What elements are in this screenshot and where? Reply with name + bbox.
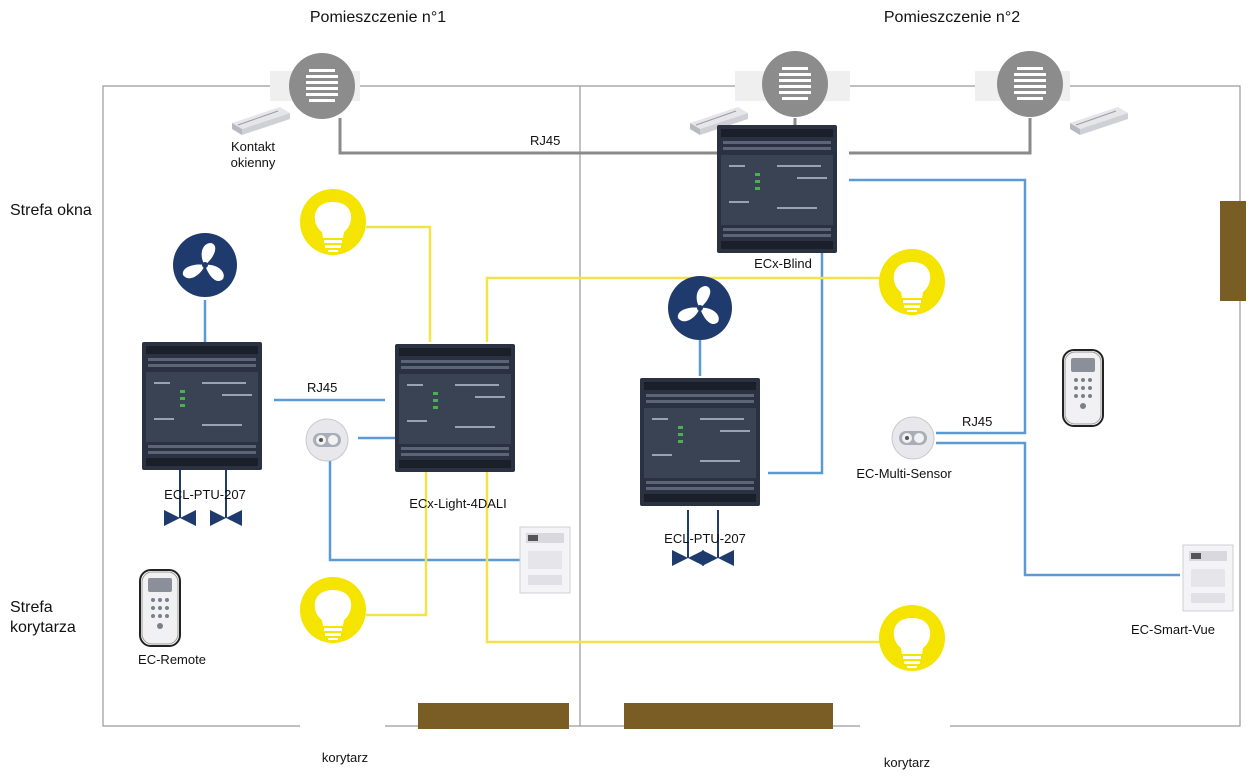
speaker-grille-icon xyxy=(289,53,355,119)
speaker-grille-icon xyxy=(762,51,828,117)
zone-corridor-label-line1: Strefa xyxy=(10,599,53,616)
window-contact-label-line2: okienny xyxy=(230,155,276,170)
window-contact-label-line1: Kontakt xyxy=(230,139,276,154)
light-bulb-icon xyxy=(879,249,945,315)
rj45-right-label: RJ45 xyxy=(962,414,993,429)
door-right xyxy=(624,703,833,729)
valve-icon xyxy=(672,546,704,566)
blind-controller-label: ECx-Blind xyxy=(754,256,812,271)
yellow-cables xyxy=(366,225,880,644)
room-thermostat-icon xyxy=(1182,544,1234,612)
zone-window-label: Strefa okna xyxy=(10,202,92,219)
valve-icon xyxy=(210,506,242,526)
valve-icon xyxy=(702,546,734,566)
door-left xyxy=(418,703,569,729)
smart-vue-label: EC-Smart-Vue xyxy=(1130,622,1216,637)
window-contact-icon xyxy=(1069,106,1129,136)
fan-icon xyxy=(173,233,237,297)
remote-label: EC-Remote xyxy=(138,652,206,667)
multi-sensor-icon xyxy=(305,418,349,462)
door-side xyxy=(1220,201,1246,301)
room-1-title: Pomieszczenie n°1 xyxy=(309,9,447,26)
controller-icon xyxy=(142,342,262,470)
controller-icon xyxy=(395,344,515,472)
rj45-mid-label: RJ45 xyxy=(307,380,338,395)
light-controller-label: ECx-Light-4DALI xyxy=(409,496,507,511)
ptu-right-label: ECL-PTU-207 xyxy=(664,531,746,546)
multi-sensor-icon xyxy=(891,416,935,460)
fan-icon xyxy=(668,276,732,340)
ptu-left-label: ECL-PTU-207 xyxy=(164,487,246,502)
light-bulb-icon xyxy=(300,577,366,643)
speaker-grille-icon xyxy=(997,51,1063,117)
light-bulb-icon xyxy=(300,189,366,255)
remote-control-icon xyxy=(1062,349,1104,427)
corridor-label-right: korytarz xyxy=(883,755,931,770)
remote-control-icon xyxy=(139,569,181,647)
light-bulb-icon xyxy=(879,605,945,671)
corridor-label-left: korytarz xyxy=(321,750,369,765)
room-2-title: Pomieszczenie n°2 xyxy=(883,9,1021,26)
rj45-top-label: RJ45 xyxy=(530,133,561,148)
window-contact-icon xyxy=(231,106,291,136)
valve-lines xyxy=(179,470,719,553)
zone-corridor-label-line2: korytarza xyxy=(10,619,76,636)
controller-icon xyxy=(640,378,760,506)
valve-icon xyxy=(164,506,196,526)
blue-cables xyxy=(203,178,1180,577)
controller-icon xyxy=(717,125,837,253)
room-thermostat-icon xyxy=(519,526,571,594)
multi-sensor-label: EC-Multi-Sensor xyxy=(856,466,952,481)
rj45-cables-grey xyxy=(338,118,1032,155)
